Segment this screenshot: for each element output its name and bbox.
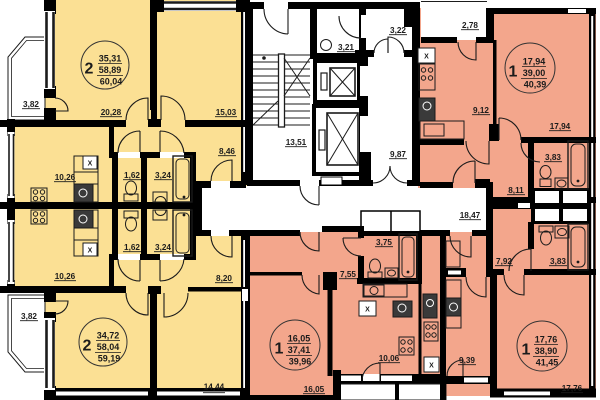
svg-text:9,87: 9,87 <box>390 150 406 159</box>
svg-text:3,83: 3,83 <box>545 153 561 162</box>
svg-text:58,89: 58,89 <box>99 65 122 75</box>
svg-text:37,41: 37,41 <box>288 345 311 355</box>
svg-text:41,45: 41,45 <box>536 358 559 368</box>
svg-text:8,11: 8,11 <box>508 186 524 195</box>
svg-text:18,47: 18,47 <box>460 211 481 220</box>
svg-text:7,92: 7,92 <box>496 257 512 266</box>
svg-text:2: 2 <box>85 61 94 78</box>
svg-text:3,82: 3,82 <box>23 100 39 109</box>
svg-text:X: X <box>88 248 93 255</box>
svg-text:39,96: 39,96 <box>289 357 312 367</box>
svg-text:13,51: 13,51 <box>286 138 307 147</box>
svg-text:17,76: 17,76 <box>535 335 558 345</box>
svg-text:7,55: 7,55 <box>340 270 356 279</box>
svg-text:20,28: 20,28 <box>101 108 122 117</box>
svg-text:3,24: 3,24 <box>155 243 171 252</box>
svg-text:3,21: 3,21 <box>338 43 354 52</box>
svg-text:8,20: 8,20 <box>216 274 232 283</box>
svg-text:9,12: 9,12 <box>473 106 489 115</box>
svg-text:14,44: 14,44 <box>204 383 225 392</box>
svg-text:X: X <box>88 161 93 168</box>
svg-text:9,39: 9,39 <box>459 356 475 365</box>
svg-text:3,24: 3,24 <box>155 171 171 180</box>
svg-text:1,62: 1,62 <box>124 171 140 180</box>
svg-text:59,19: 59,19 <box>98 354 121 364</box>
svg-text:38,90: 38,90 <box>535 346 558 356</box>
svg-text:17,94: 17,94 <box>550 122 571 131</box>
svg-text:39,00: 39,00 <box>523 68 546 78</box>
svg-text:1: 1 <box>522 342 531 359</box>
svg-text:58,04: 58,04 <box>97 342 120 352</box>
svg-text:60,04: 60,04 <box>100 77 123 87</box>
svg-text:3,83: 3,83 <box>550 257 566 266</box>
svg-text:16,05: 16,05 <box>304 385 325 394</box>
svg-text:15,03: 15,03 <box>216 108 237 117</box>
svg-text:2,78: 2,78 <box>462 21 478 30</box>
svg-text:X: X <box>429 363 434 370</box>
svg-text:34,72: 34,72 <box>97 331 120 341</box>
svg-text:X: X <box>365 307 370 314</box>
svg-text:1: 1 <box>509 64 518 81</box>
svg-text:10,26: 10,26 <box>55 173 76 182</box>
svg-text:3,82: 3,82 <box>21 312 37 321</box>
svg-text:16,05: 16,05 <box>288 334 311 344</box>
svg-text:2: 2 <box>83 338 92 355</box>
svg-text:40,39: 40,39 <box>524 80 547 90</box>
svg-text:17,94: 17,94 <box>523 57 546 67</box>
svg-text:1: 1 <box>275 341 284 358</box>
svg-text:3,75: 3,75 <box>376 238 392 247</box>
svg-text:10,06: 10,06 <box>379 354 400 363</box>
svg-text:3,22: 3,22 <box>390 26 406 35</box>
svg-text:X: X <box>424 54 429 61</box>
svg-text:10,26: 10,26 <box>55 272 76 281</box>
svg-text:8,46: 8,46 <box>219 147 235 156</box>
svg-text:1,62: 1,62 <box>124 243 140 252</box>
svg-text:35,31: 35,31 <box>99 54 122 64</box>
svg-text:17,76: 17,76 <box>562 384 583 393</box>
